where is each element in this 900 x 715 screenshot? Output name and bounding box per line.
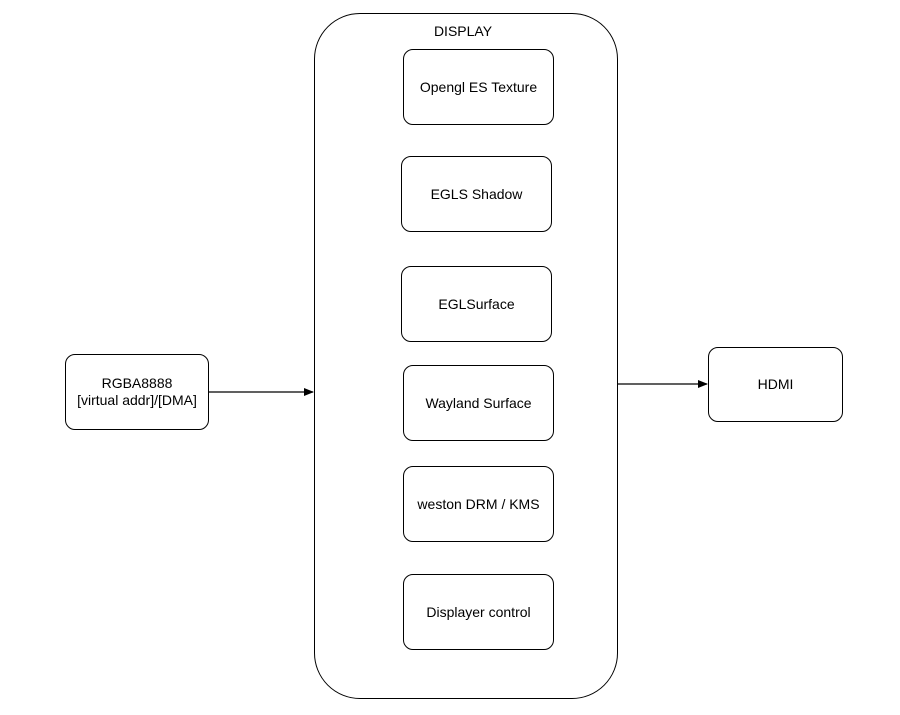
layer-egls-shadow: EGLS Shadow	[401, 156, 552, 232]
hdmi-output-box: HDMI	[708, 347, 843, 422]
hdmi-label: HDMI	[757, 376, 794, 392]
layer-opengl-es-texture: Opengl ES Texture	[403, 49, 554, 125]
layer-weston-drm-kms: weston DRM / KMS	[403, 466, 554, 542]
layer-label: Displayer control	[426, 603, 531, 620]
source-buffer-box: RGBA8888 [virtual addr]/[DMA]	[65, 354, 209, 430]
layer-label: Opengl ES Texture	[419, 78, 538, 95]
layer-label: EGLS Shadow	[430, 185, 523, 202]
layer-label: weston DRM / KMS	[417, 495, 540, 512]
source-address-label: [virtual addr]/[DMA]	[77, 392, 197, 408]
layer-displayer-control: Displayer control	[403, 574, 554, 650]
layer-eglsurface: EGLSurface	[401, 266, 552, 342]
layer-label: Wayland Surface	[425, 394, 532, 411]
display-title: DISPLAY	[433, 23, 493, 39]
source-format-label: RGBA8888	[101, 375, 173, 391]
layer-label: EGLSurface	[438, 295, 515, 312]
layer-wayland-surface: Wayland Surface	[403, 365, 554, 441]
